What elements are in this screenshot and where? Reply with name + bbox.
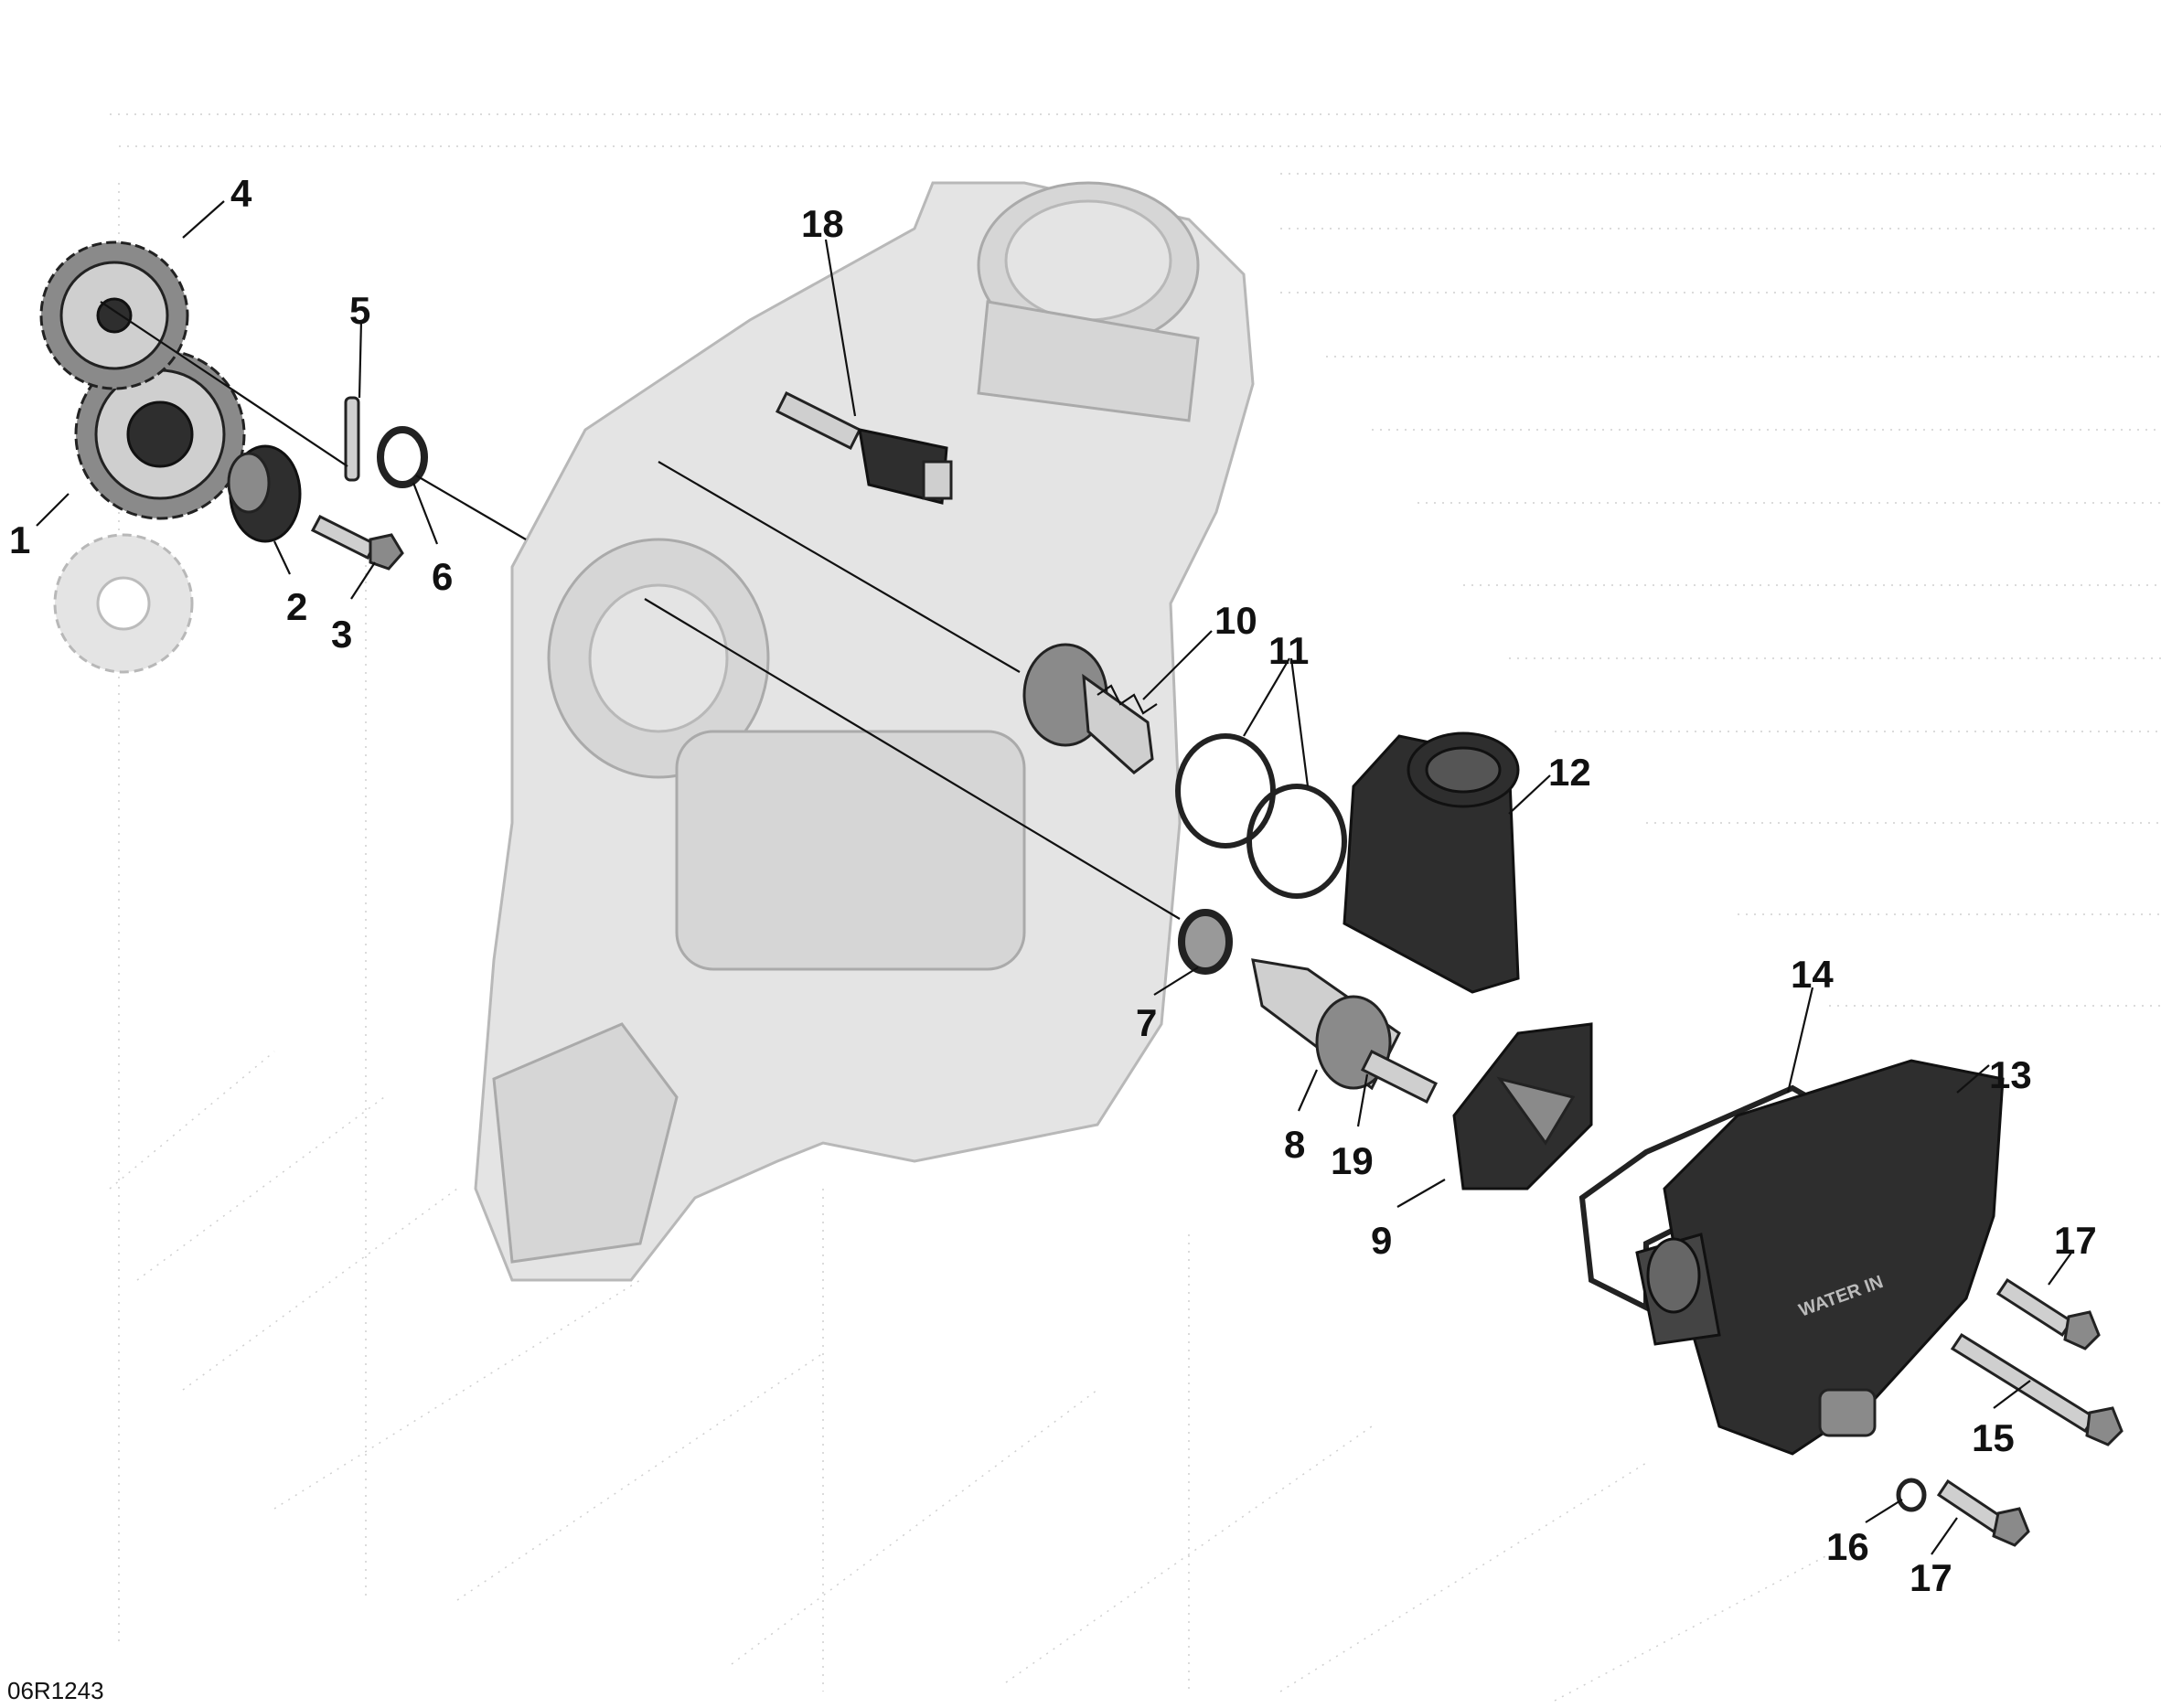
thermostat-part-10 xyxy=(1022,643,1158,774)
temperature-sensor-part-18 xyxy=(775,390,953,505)
o-ring-part-11a xyxy=(1175,733,1276,849)
callout-2: 2 xyxy=(286,585,307,628)
callout-1: 1 xyxy=(9,518,30,561)
bolt-part-15 xyxy=(1950,1332,2124,1446)
callout-11: 11 xyxy=(1268,629,1309,672)
callout-17-upper: 17 xyxy=(2054,1219,2097,1262)
callout-13: 13 xyxy=(1989,1053,2032,1096)
callout-8: 8 xyxy=(1284,1123,1305,1166)
washer-part-6 xyxy=(377,426,428,488)
gear-part-1 xyxy=(74,348,246,520)
bolt-part-17-upper xyxy=(1995,1277,2101,1350)
shaft-part-8 xyxy=(1251,958,1439,1105)
outlet-elbow-part-12 xyxy=(1343,731,1520,994)
assembly-lines xyxy=(100,301,1181,920)
callout-16: 16 xyxy=(1826,1525,1869,1568)
gear-part-4 xyxy=(39,240,189,390)
callout-15: 15 xyxy=(1972,1416,2015,1459)
o-ring-part-16 xyxy=(1896,1478,1927,1512)
engine-crankcase-ghost xyxy=(474,181,1255,1282)
callout-6: 6 xyxy=(432,555,453,598)
callout-leaders xyxy=(36,200,2072,1555)
seal-part-7 xyxy=(1178,909,1233,975)
callout-17-lower: 17 xyxy=(1910,1556,1952,1599)
callout-4: 4 xyxy=(230,172,252,215)
callout-3: 3 xyxy=(331,613,352,656)
illustration-reference-code: 06R1243 xyxy=(7,1677,104,1704)
callout-10: 10 xyxy=(1214,599,1257,642)
o-ring-part-11b xyxy=(1246,784,1347,899)
callout-9: 9 xyxy=(1371,1219,1392,1262)
callout-5: 5 xyxy=(349,289,370,332)
callout-12: 12 xyxy=(1548,751,1591,794)
callout-labels: 1 2 3 4 5 6 7 8 9 10 11 12 13 14 15 16 1… xyxy=(9,172,2097,1599)
callout-14: 14 xyxy=(1791,953,1834,996)
impeller-part-9 xyxy=(1452,1022,1593,1190)
callout-19: 19 xyxy=(1331,1139,1374,1182)
water-pump-housing-part-13: WATER IN xyxy=(1635,1059,2005,1456)
background-dot-grid xyxy=(109,113,2161,1702)
bolt-part-17-lower xyxy=(1936,1478,2030,1547)
gear-ghost xyxy=(53,533,194,674)
bolt-part-3 xyxy=(310,515,404,571)
callout-18: 18 xyxy=(801,202,844,245)
bushing-part-2 xyxy=(227,444,302,543)
callout-7: 7 xyxy=(1136,1001,1157,1044)
pin-part-5 xyxy=(344,396,360,482)
